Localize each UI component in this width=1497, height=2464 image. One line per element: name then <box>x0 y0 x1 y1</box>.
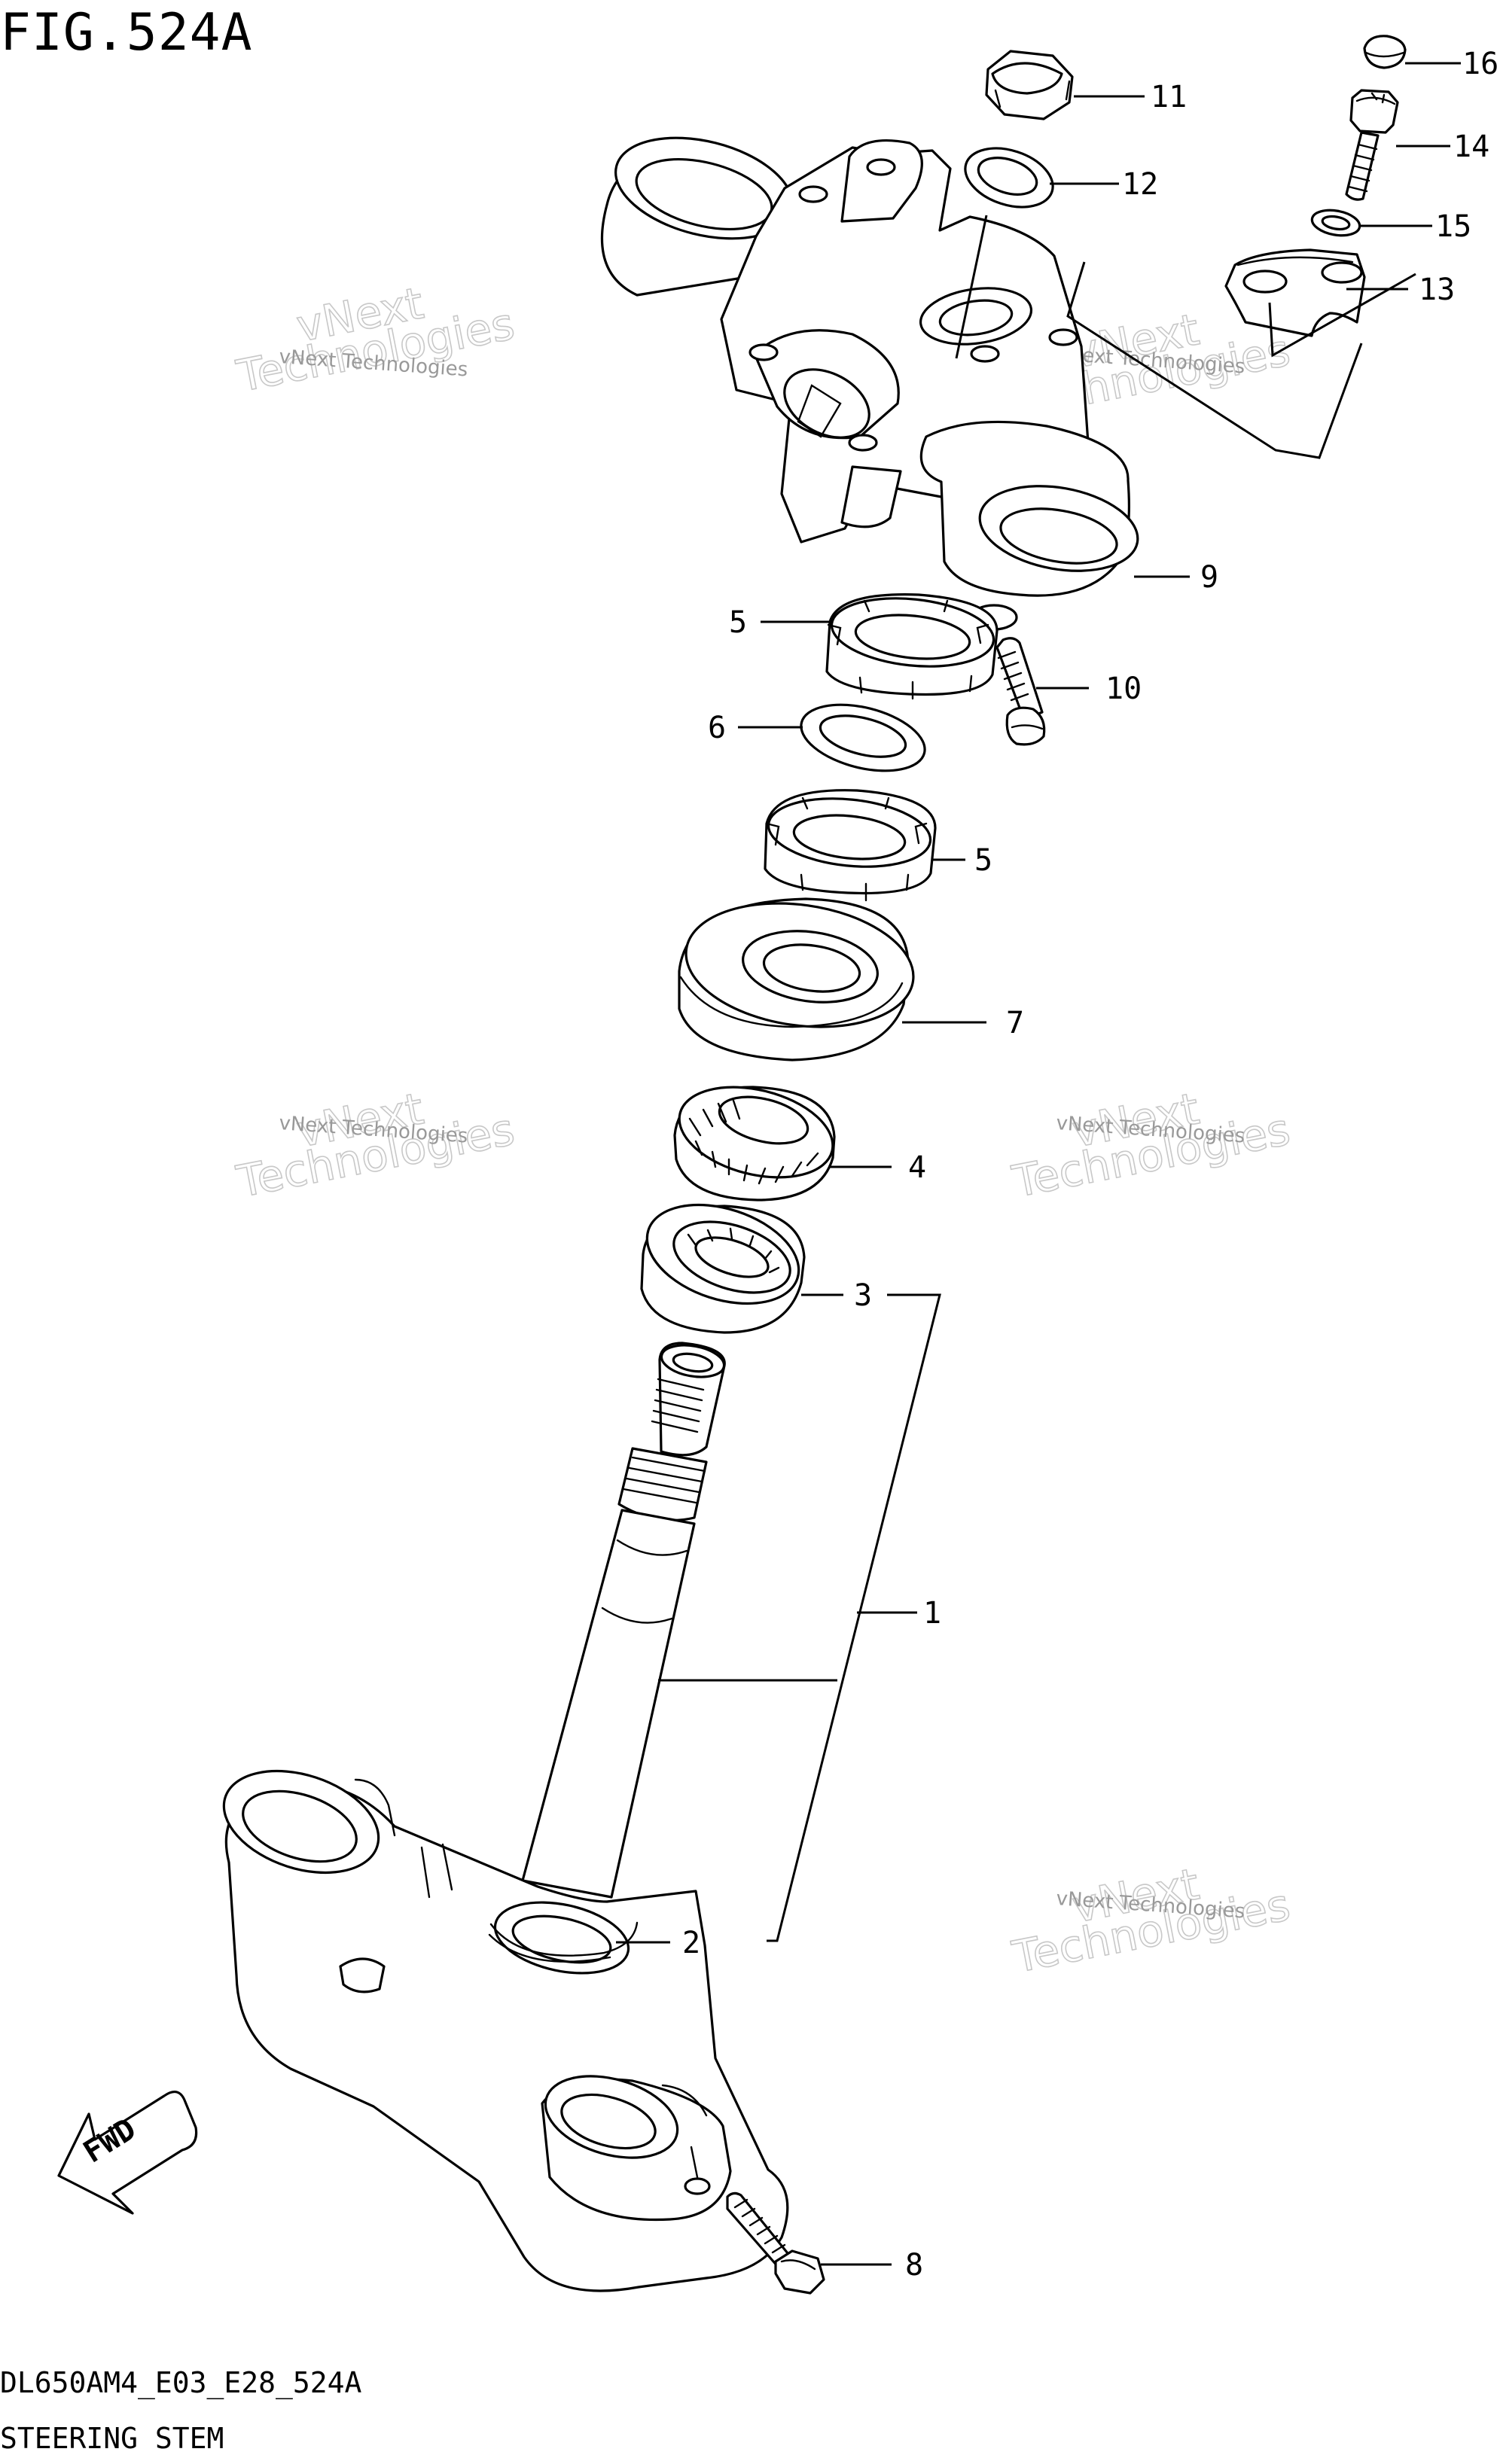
callout-9: 9 <box>1200 560 1218 595</box>
part-4-upper-bearing <box>673 1086 836 1202</box>
part-5-upper-nut <box>825 593 999 700</box>
callout-numbers: 16 11 14 12 15 13 9 5 10 6 5 7 4 3 1 2 8 <box>682 47 1497 2283</box>
callout-12: 12 <box>1122 167 1158 202</box>
part-1-steering-stem <box>222 1342 789 2292</box>
part-6-washer <box>800 703 926 772</box>
callout-7: 7 <box>1006 1006 1024 1040</box>
callout-6: 6 <box>708 711 726 745</box>
part-15-lockwasher <box>1310 209 1361 237</box>
figure-title: FIG.524A <box>0 3 253 62</box>
callout-8: 8 <box>905 2248 923 2283</box>
callout-3: 3 <box>854 1278 872 1313</box>
part-13-handlebar-holder <box>1224 248 1366 337</box>
part-8-bolt <box>726 2191 825 2295</box>
callout-4: 4 <box>908 1150 926 1185</box>
section-name: STEERING STEM <box>0 2422 224 2455</box>
watermark-top-left: Technologies vNext <box>232 277 519 403</box>
part-2-seal <box>488 1921 639 1963</box>
part-12-washer <box>964 147 1054 209</box>
part-16-cap <box>1363 35 1407 69</box>
callout-2: 2 <box>682 1926 700 1960</box>
model-code: DL650AM4_E03_E28_524A <box>0 2366 362 2400</box>
callout-10: 10 <box>1105 672 1142 706</box>
part-10-bolt <box>995 637 1046 746</box>
callout-13: 13 <box>1419 273 1455 307</box>
callout-14: 14 <box>1453 129 1489 164</box>
callout-16: 16 <box>1462 47 1497 81</box>
callout-5-upper: 5 <box>729 605 747 640</box>
part-3-lower-bearing <box>640 1203 806 1334</box>
fwd-arrow: FWD <box>57 2090 198 2215</box>
part-5-lower-nut <box>764 789 937 902</box>
callout-11: 11 <box>1151 80 1187 114</box>
part-11-nut <box>985 50 1074 120</box>
part-14-bolt <box>1345 89 1399 201</box>
part-7-dust-seal <box>678 897 915 1061</box>
callout-5-lower: 5 <box>974 843 992 878</box>
callout-1: 1 <box>923 1596 941 1631</box>
leader-lines <box>616 62 1461 2266</box>
part-9-upper-bracket <box>600 136 1139 631</box>
callout-15: 15 <box>1435 209 1471 244</box>
